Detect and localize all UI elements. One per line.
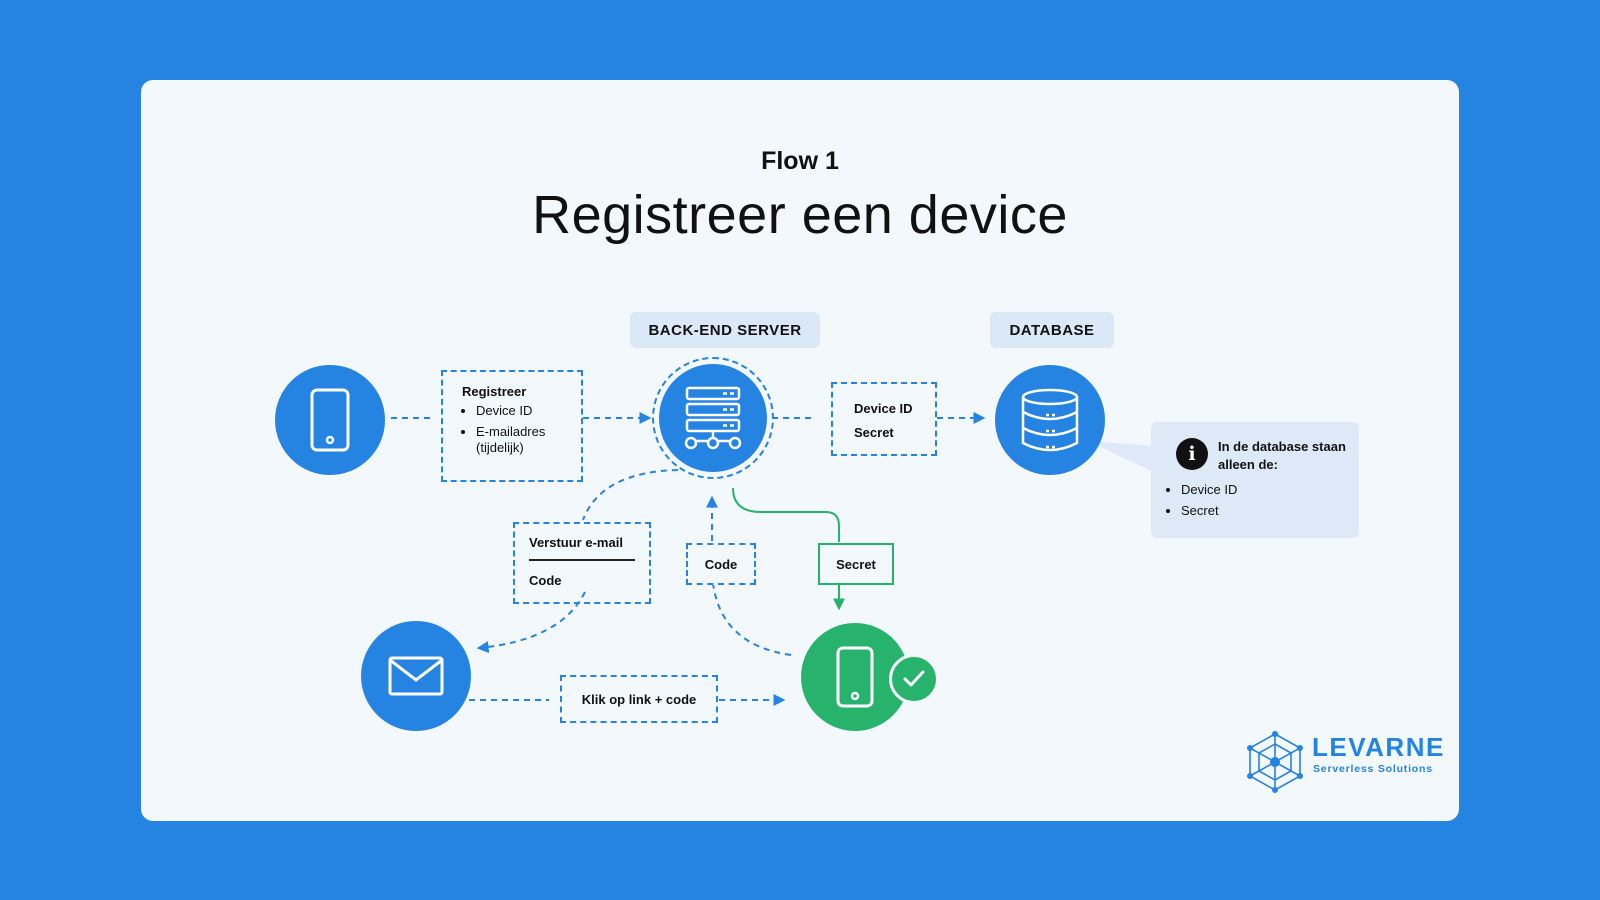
register-box: Registreer Device ID E-mailadres (tijdel… xyxy=(441,370,583,482)
box-device-id: Device ID xyxy=(854,401,913,416)
register-item-device-id: Device ID xyxy=(476,403,581,419)
mail-icon xyxy=(388,656,444,696)
diagram-card: Flow 1 Registreer een device xyxy=(141,80,1459,821)
info-heading: In de database staan alleen de: xyxy=(1218,439,1346,472)
info-callout: i In de database staan alleen de: Device… xyxy=(1151,422,1359,538)
send-email-label: Verstuur e-mail xyxy=(529,535,623,550)
mail-node xyxy=(361,621,471,731)
code-box: Code xyxy=(686,543,756,585)
phone-node xyxy=(275,365,385,475)
info-icon: i xyxy=(1176,438,1208,470)
info-item-secret: Secret xyxy=(1181,503,1237,518)
logo-tagline: Serverless Solutions xyxy=(1313,763,1433,775)
phone-icon xyxy=(310,388,350,452)
register-title: Registreer xyxy=(462,384,527,399)
server-ring xyxy=(652,357,774,479)
page-title: Registreer een device xyxy=(532,185,1068,245)
levarne-logo-icon xyxy=(1247,731,1303,793)
secret-box: Secret xyxy=(818,543,894,585)
arrow-server-to-secret xyxy=(732,487,840,542)
send-email-box: Verstuur e-mail Code xyxy=(513,522,651,604)
send-email-code: Code xyxy=(529,573,562,588)
info-pointer xyxy=(1088,441,1153,472)
arrow-server-to-email-box xyxy=(582,469,679,521)
arrow-phone-to-code xyxy=(712,582,792,656)
server-label: BACK-END SERVER xyxy=(630,312,820,348)
check-icon xyxy=(903,670,925,687)
box-secret: Secret xyxy=(854,425,894,440)
flow-label: Flow 1 xyxy=(761,147,839,175)
database-label: DATABASE xyxy=(990,312,1114,348)
click-link-box: Klik op link + code xyxy=(560,675,718,723)
database-icon xyxy=(1021,388,1079,452)
phone-icon xyxy=(836,646,874,708)
logo-name: LEVARNE xyxy=(1312,732,1445,762)
check-badge xyxy=(889,654,939,704)
info-item-device-id: Device ID xyxy=(1181,482,1237,497)
device-secret-box: Device ID Secret xyxy=(831,382,937,456)
server-node xyxy=(659,364,767,472)
send-email-divider xyxy=(529,559,635,561)
server-icon xyxy=(684,386,742,450)
register-item-email: E-mailadres (tijdelijk) xyxy=(476,424,581,456)
database-node xyxy=(995,365,1105,475)
